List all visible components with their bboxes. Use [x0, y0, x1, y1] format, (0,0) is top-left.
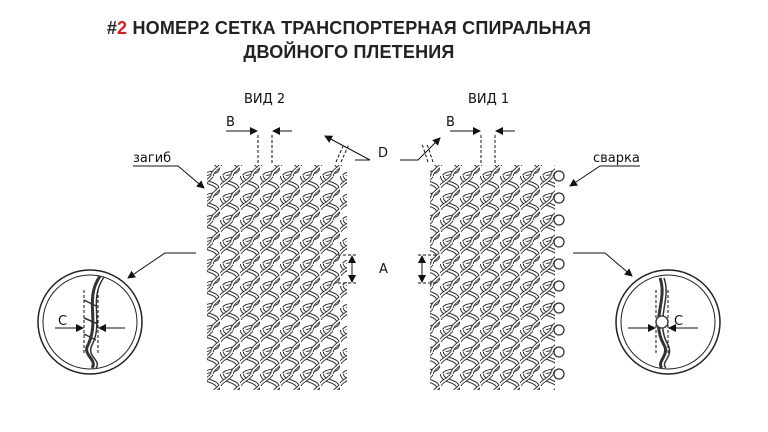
dimension-d-label: D: [378, 146, 388, 161]
dimension-a: [338, 254, 436, 284]
mesh-view2: [207, 165, 347, 390]
view1-label: ВИД 1: [468, 92, 509, 107]
mesh-view1: [430, 165, 555, 390]
detail-circle-weld: [615, 269, 721, 375]
bend-label: загиб: [133, 151, 171, 166]
diagram-title-line2: ДВОЙНОГО ПЛЕТЕНИЯ: [243, 42, 455, 62]
right-detail-arrow: [573, 252, 633, 277]
weld-beads: [553, 170, 565, 380]
diagram-title-line1: #2 НОМЕР2 СЕТКА ТРАНСПОРТЕРНАЯ СПИРАЛЬНА…: [106, 18, 592, 38]
dimension-a-label: A: [379, 262, 388, 277]
weld-label: сварка: [593, 151, 640, 166]
dimension-c-left-label: C: [58, 314, 67, 329]
dimension-c-right-label: C: [674, 314, 683, 329]
dimension-b-left-label: B: [226, 115, 235, 130]
dimension-b-right: [450, 127, 515, 165]
weld-arrow: [569, 165, 640, 187]
dimension-b-left: [226, 127, 292, 165]
left-detail-arrow: [127, 252, 196, 279]
view2-label: ВИД 2: [244, 92, 285, 107]
detail-circle-bend: [37, 269, 143, 375]
bend-arrow: [133, 165, 205, 189]
dimension-d: [324, 135, 441, 163]
dimension-b-right-label: B: [446, 115, 455, 130]
